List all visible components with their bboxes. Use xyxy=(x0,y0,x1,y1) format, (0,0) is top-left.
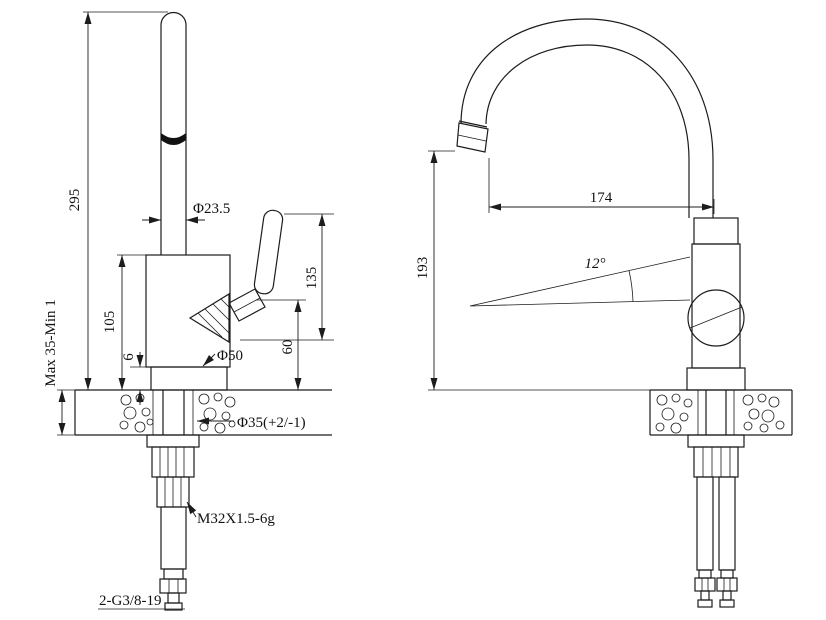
front-view: 295 Max 35-Min 1 105 6 Φ23.5 135 60 Φ50 … xyxy=(43,11,334,611)
washer-side xyxy=(687,434,745,448)
dim-spout-pipe-diameter: Φ23.5 xyxy=(193,201,230,217)
supply-hoses-side xyxy=(694,476,738,608)
swivel-angle-arc xyxy=(628,270,634,302)
mount-stem xyxy=(162,390,185,435)
mount-hole-edges xyxy=(152,390,194,435)
mount-stem-side xyxy=(705,390,727,435)
hose-end-nut xyxy=(164,602,183,611)
dim-body-height: 105 xyxy=(102,311,118,334)
joint-circle xyxy=(687,289,745,347)
hose-collar xyxy=(163,568,184,580)
spout-pipe xyxy=(160,11,187,255)
spout-tip-cap xyxy=(458,120,488,128)
swivel-angle-lines xyxy=(469,256,691,307)
dimensions-side xyxy=(428,150,715,391)
dim-base-height: 6 xyxy=(121,353,137,361)
braided-hose-1 xyxy=(696,476,714,571)
base-flange xyxy=(150,366,228,391)
body-column xyxy=(691,243,741,369)
dim-hose-connection: 2-G3/8-19 xyxy=(99,593,162,609)
faucet-body xyxy=(145,254,231,391)
countertop-pebbles xyxy=(119,392,236,434)
dim-mount-hole-diameter: Φ35(+2/-1) xyxy=(237,415,306,431)
top-nut xyxy=(693,217,739,245)
mount-nut-side xyxy=(693,446,739,478)
washer xyxy=(146,434,200,448)
countertop-pebbles-side xyxy=(655,393,785,434)
braided-hose-2 xyxy=(718,476,736,571)
leader-thread xyxy=(186,501,197,518)
countertop-front xyxy=(74,389,332,436)
dim-swivel-angle: 12° xyxy=(585,256,606,272)
dim-base-diameter: Φ50 xyxy=(217,348,243,364)
base-flange-side xyxy=(686,367,746,391)
spout-aerator xyxy=(456,122,489,153)
dim-spout-reach: 174 xyxy=(590,190,613,206)
supply-hose-front xyxy=(159,506,187,611)
dim-spout-height: 193 xyxy=(415,257,431,280)
handle-neck xyxy=(228,288,266,322)
mounting-hardware-side xyxy=(687,390,745,478)
gooseneck-spout xyxy=(456,18,714,218)
leader-base-diameter xyxy=(202,353,216,367)
side-view: 174 193 12° xyxy=(415,18,793,608)
braided-hose xyxy=(160,506,187,570)
dim-height-overall: 295 xyxy=(67,189,83,212)
valve-cone xyxy=(188,292,230,344)
dim-outlet-height: 60 xyxy=(280,340,296,355)
hose-hex-nut xyxy=(159,578,187,594)
dim-mount-thread: M32X1.5-6g xyxy=(197,511,275,527)
dim-handle-height: 135 xyxy=(304,267,320,290)
body-side xyxy=(686,217,746,391)
hose-tube xyxy=(167,592,180,604)
dim-mount-thickness: Max 35-Min 1 xyxy=(43,299,59,387)
handle-assembly xyxy=(188,209,284,344)
joint-seam xyxy=(689,306,743,329)
mount-hole-edges-side xyxy=(697,390,735,435)
mounting-hardware-front xyxy=(146,390,200,508)
dimensions-front xyxy=(57,11,334,610)
mount-nut xyxy=(151,446,195,478)
countertop-side xyxy=(649,389,793,436)
aerator-band xyxy=(161,133,186,145)
handle-lever xyxy=(253,209,284,295)
